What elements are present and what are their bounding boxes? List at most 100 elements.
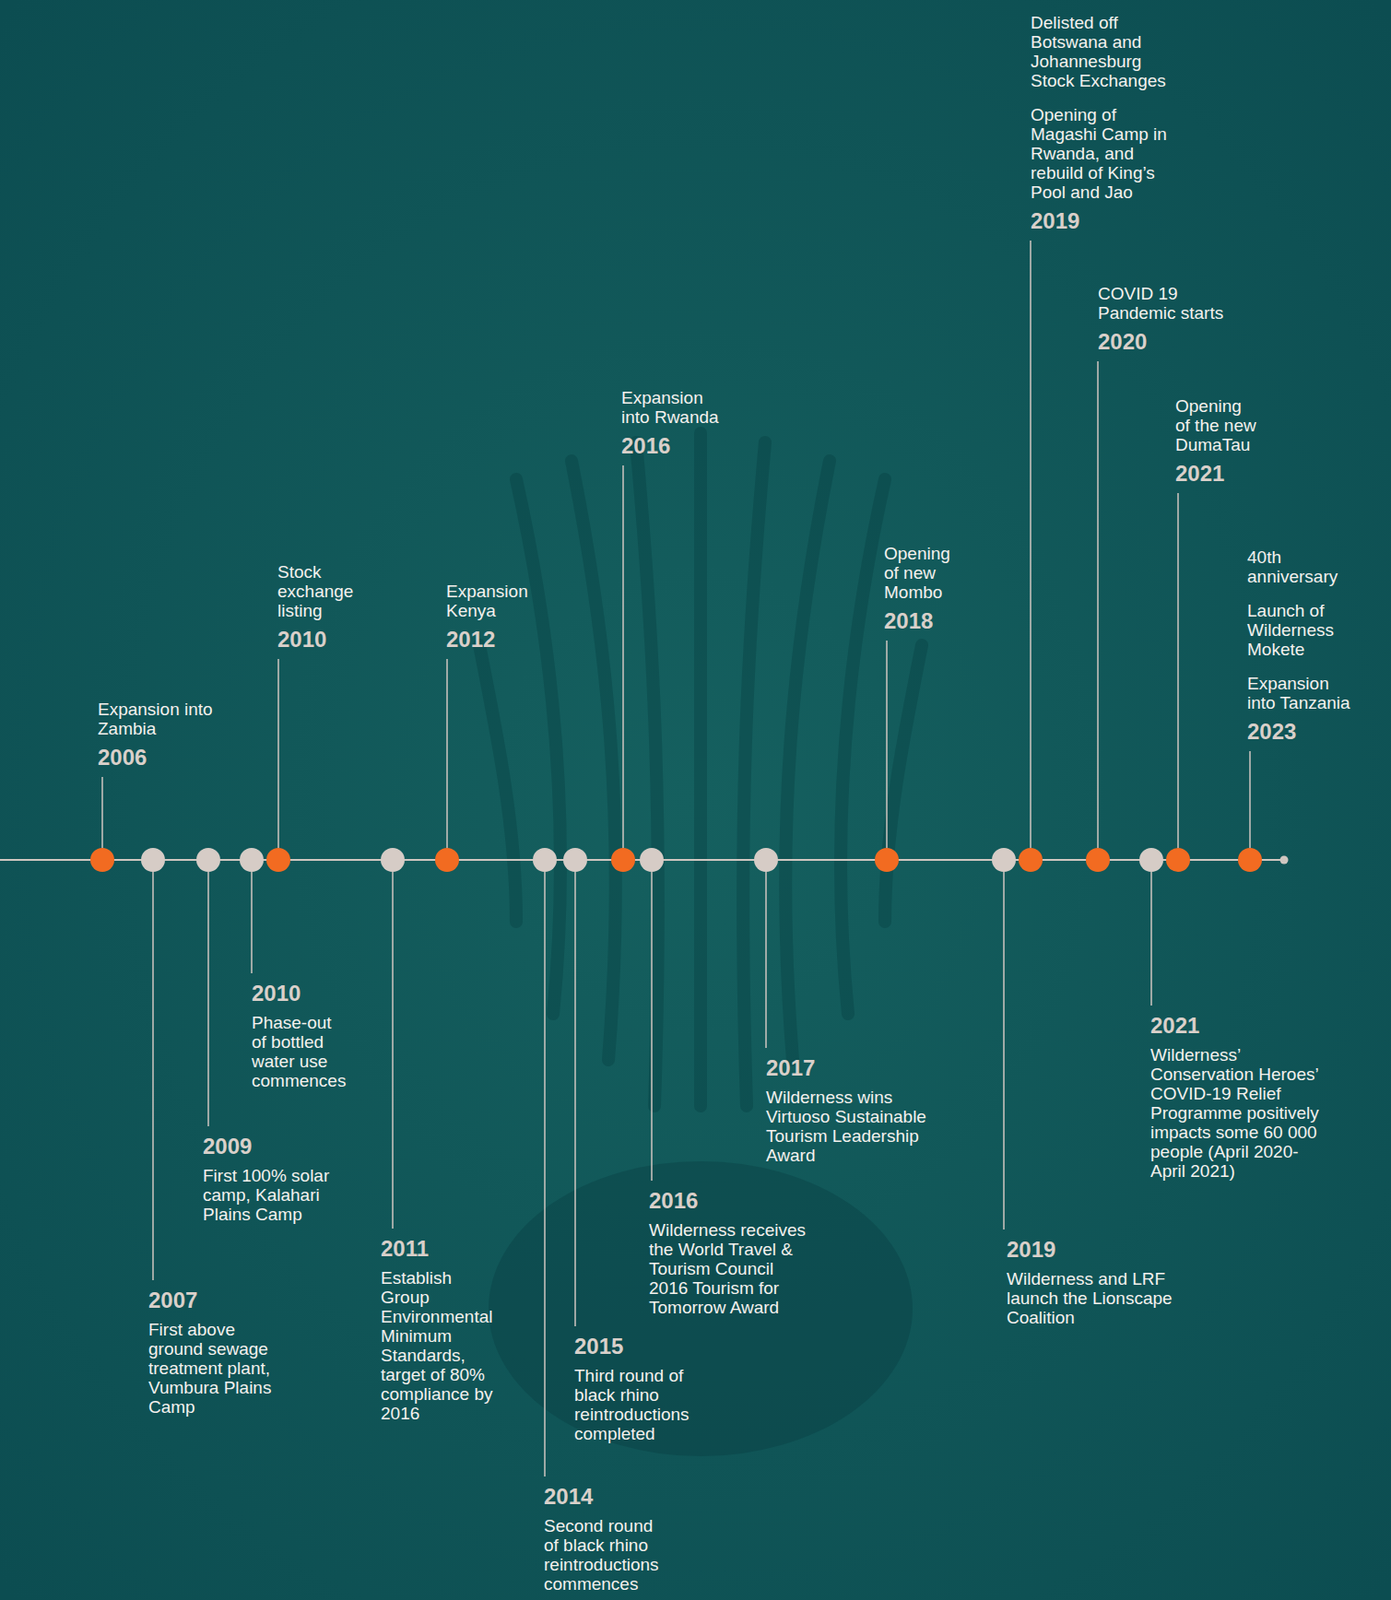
- event-text: Expansion into Zambia: [97, 699, 213, 739]
- year-label: 2011: [380, 1237, 496, 1262]
- year-label: 2014: [543, 1485, 671, 1509]
- year-label: 2016: [621, 434, 728, 459]
- timeline-dot: [266, 848, 291, 873]
- timeline-event: Stock exchange listing 2010: [277, 562, 379, 652]
- year-label: 2009: [202, 1134, 337, 1159]
- event-text: Expansion Kenya: [446, 581, 553, 621]
- event-text: Opening of the new DumaTau: [1175, 396, 1260, 455]
- event-text: Opening of Magashi Camp in Rwanda, and r…: [1030, 105, 1174, 202]
- timeline-event: 2021Wilderness’ Conservation Heroes’ COV…: [1150, 1013, 1321, 1181]
- leader-line: [765, 872, 767, 1049]
- timeline-event: 2014Second round of black rhino reintrod…: [543, 1485, 671, 1594]
- leader-line: [1177, 493, 1179, 849]
- timeline-event: Expansion into Zambia 2006: [97, 699, 213, 770]
- timeline-event: Expansion Kenya 2012: [446, 581, 553, 652]
- timeline-dot: [1166, 848, 1191, 873]
- year-label: 2006: [97, 745, 213, 770]
- year-label: 2010: [251, 981, 349, 1006]
- leader-line: [207, 872, 210, 1127]
- timeline-end-dot: [1280, 856, 1289, 865]
- timeline-event: 2017Wilderness wins Virtuoso Sustainable…: [766, 1056, 932, 1166]
- timeline-event: 40th anniversaryLaunch of Wilderness Mok…: [1247, 547, 1356, 744]
- leader-line: [574, 872, 577, 1327]
- year-label: 2019: [1006, 1237, 1178, 1262]
- year-label: 2021: [1175, 461, 1260, 486]
- year-label: 2007: [148, 1288, 280, 1313]
- year-label: 2015: [574, 1334, 701, 1359]
- leader-line: [152, 872, 154, 1281]
- timeline-event: Opening of new Mombo 2018: [884, 543, 963, 634]
- leader-line: [650, 872, 653, 1181]
- event-text: First 100% solar camp, Kalahari Plains C…: [202, 1166, 337, 1225]
- timeline-dot: [141, 848, 166, 873]
- leader-line: [543, 872, 546, 1477]
- timeline-dot: [1139, 848, 1164, 873]
- event-text: First above ground sewage treatment plan…: [148, 1320, 280, 1417]
- event-text: Third round of black rhino reintroductio…: [574, 1366, 701, 1444]
- timeline-event: 2011Establish Group Environmental Minimu…: [380, 1237, 496, 1424]
- timeline-dot: [991, 848, 1016, 873]
- timeline-dot: [90, 848, 115, 873]
- timeline-dot: [563, 848, 588, 873]
- timeline-dot: [532, 848, 557, 873]
- timeline-event: 2019Wilderness and LRF launch the Lionsc…: [1006, 1237, 1178, 1328]
- leader-line: [101, 777, 104, 849]
- event-text: Wilderness receives the World Travel & T…: [648, 1220, 808, 1318]
- event-text: Delisted off Botswana and Johannesburg S…: [1030, 12, 1174, 91]
- leader-line: [250, 872, 253, 974]
- year-label: 2012: [446, 627, 553, 652]
- year-label: 2020: [1097, 330, 1237, 354]
- timeline-dot: [874, 848, 899, 873]
- timeline-dot: [754, 848, 779, 873]
- year-label: 2016: [648, 1189, 808, 1214]
- year-label: 2023: [1247, 719, 1356, 744]
- leader-line: [391, 872, 394, 1229]
- event-text: Expansion into Tanzania: [1247, 673, 1356, 713]
- timeline-dot: [196, 848, 221, 873]
- event-text: Expansion into Rwanda: [621, 388, 728, 427]
- event-text: 40th anniversary: [1247, 547, 1356, 587]
- event-text: COVID 19 Pandemic starts: [1097, 283, 1237, 323]
- timeline-event: 2009First 100% solar camp, Kalahari Plai…: [202, 1134, 337, 1225]
- timeline-event: Delisted off Botswana and Johannesburg S…: [1030, 12, 1174, 234]
- timeline-dot: [1237, 848, 1262, 873]
- event-text: Phase-out of bottled water use commences: [251, 1013, 349, 1091]
- year-label: 2021: [1150, 1013, 1321, 1038]
- leader-line: [1096, 361, 1099, 849]
- leader-line: [1029, 240, 1032, 849]
- timeline-dot: [1085, 848, 1110, 873]
- year-label: 2018: [884, 609, 963, 634]
- timeline-event: Expansion into Rwanda 2016: [621, 388, 728, 459]
- timeline-dot: [1018, 848, 1043, 873]
- timeline-event: 2015Third round of black rhino reintrodu…: [574, 1334, 701, 1444]
- leader-line: [446, 659, 448, 849]
- timeline-event: 2007First above ground sewage treatment …: [148, 1288, 280, 1417]
- timeline-dot: [435, 848, 460, 873]
- timeline-dot: [639, 848, 664, 873]
- event-text: Wilderness wins Virtuoso Sustainable Tou…: [766, 1087, 932, 1166]
- year-label: 2010: [277, 627, 379, 652]
- leader-line: [1150, 872, 1153, 1006]
- event-text: Wilderness’ Conservation Heroes’ COVID-1…: [1150, 1045, 1321, 1181]
- timeline-dot: [611, 848, 636, 873]
- event-text: Second round of black rhino reintroducti…: [543, 1516, 671, 1594]
- leader-line: [1249, 751, 1251, 849]
- event-text: Wilderness and LRF launch the Lionscape …: [1006, 1269, 1178, 1328]
- year-label: 2017: [766, 1056, 932, 1081]
- leader-line: [277, 659, 280, 849]
- event-text: Opening of new Mombo: [884, 543, 963, 602]
- year-label: 2019: [1030, 209, 1174, 234]
- timeline-dot: [239, 848, 264, 873]
- leader-line: [1002, 872, 1005, 1230]
- event-text: Launch of Wilderness Mokete: [1247, 601, 1356, 660]
- timeline-event: 2010Phase-out of bottled water use comme…: [251, 981, 349, 1091]
- timeline-dot: [380, 848, 405, 873]
- event-text: Establish Group Environmental Minimum St…: [380, 1268, 496, 1424]
- event-text: Stock exchange listing: [277, 562, 379, 621]
- timeline-event: Opening of the new DumaTau 2021: [1175, 396, 1260, 486]
- timeline-event: COVID 19 Pandemic starts 2020: [1097, 283, 1237, 354]
- leader-line: [622, 465, 625, 849]
- leader-line: [885, 640, 888, 849]
- timeline-event: 2016Wilderness receives the World Travel…: [648, 1189, 808, 1318]
